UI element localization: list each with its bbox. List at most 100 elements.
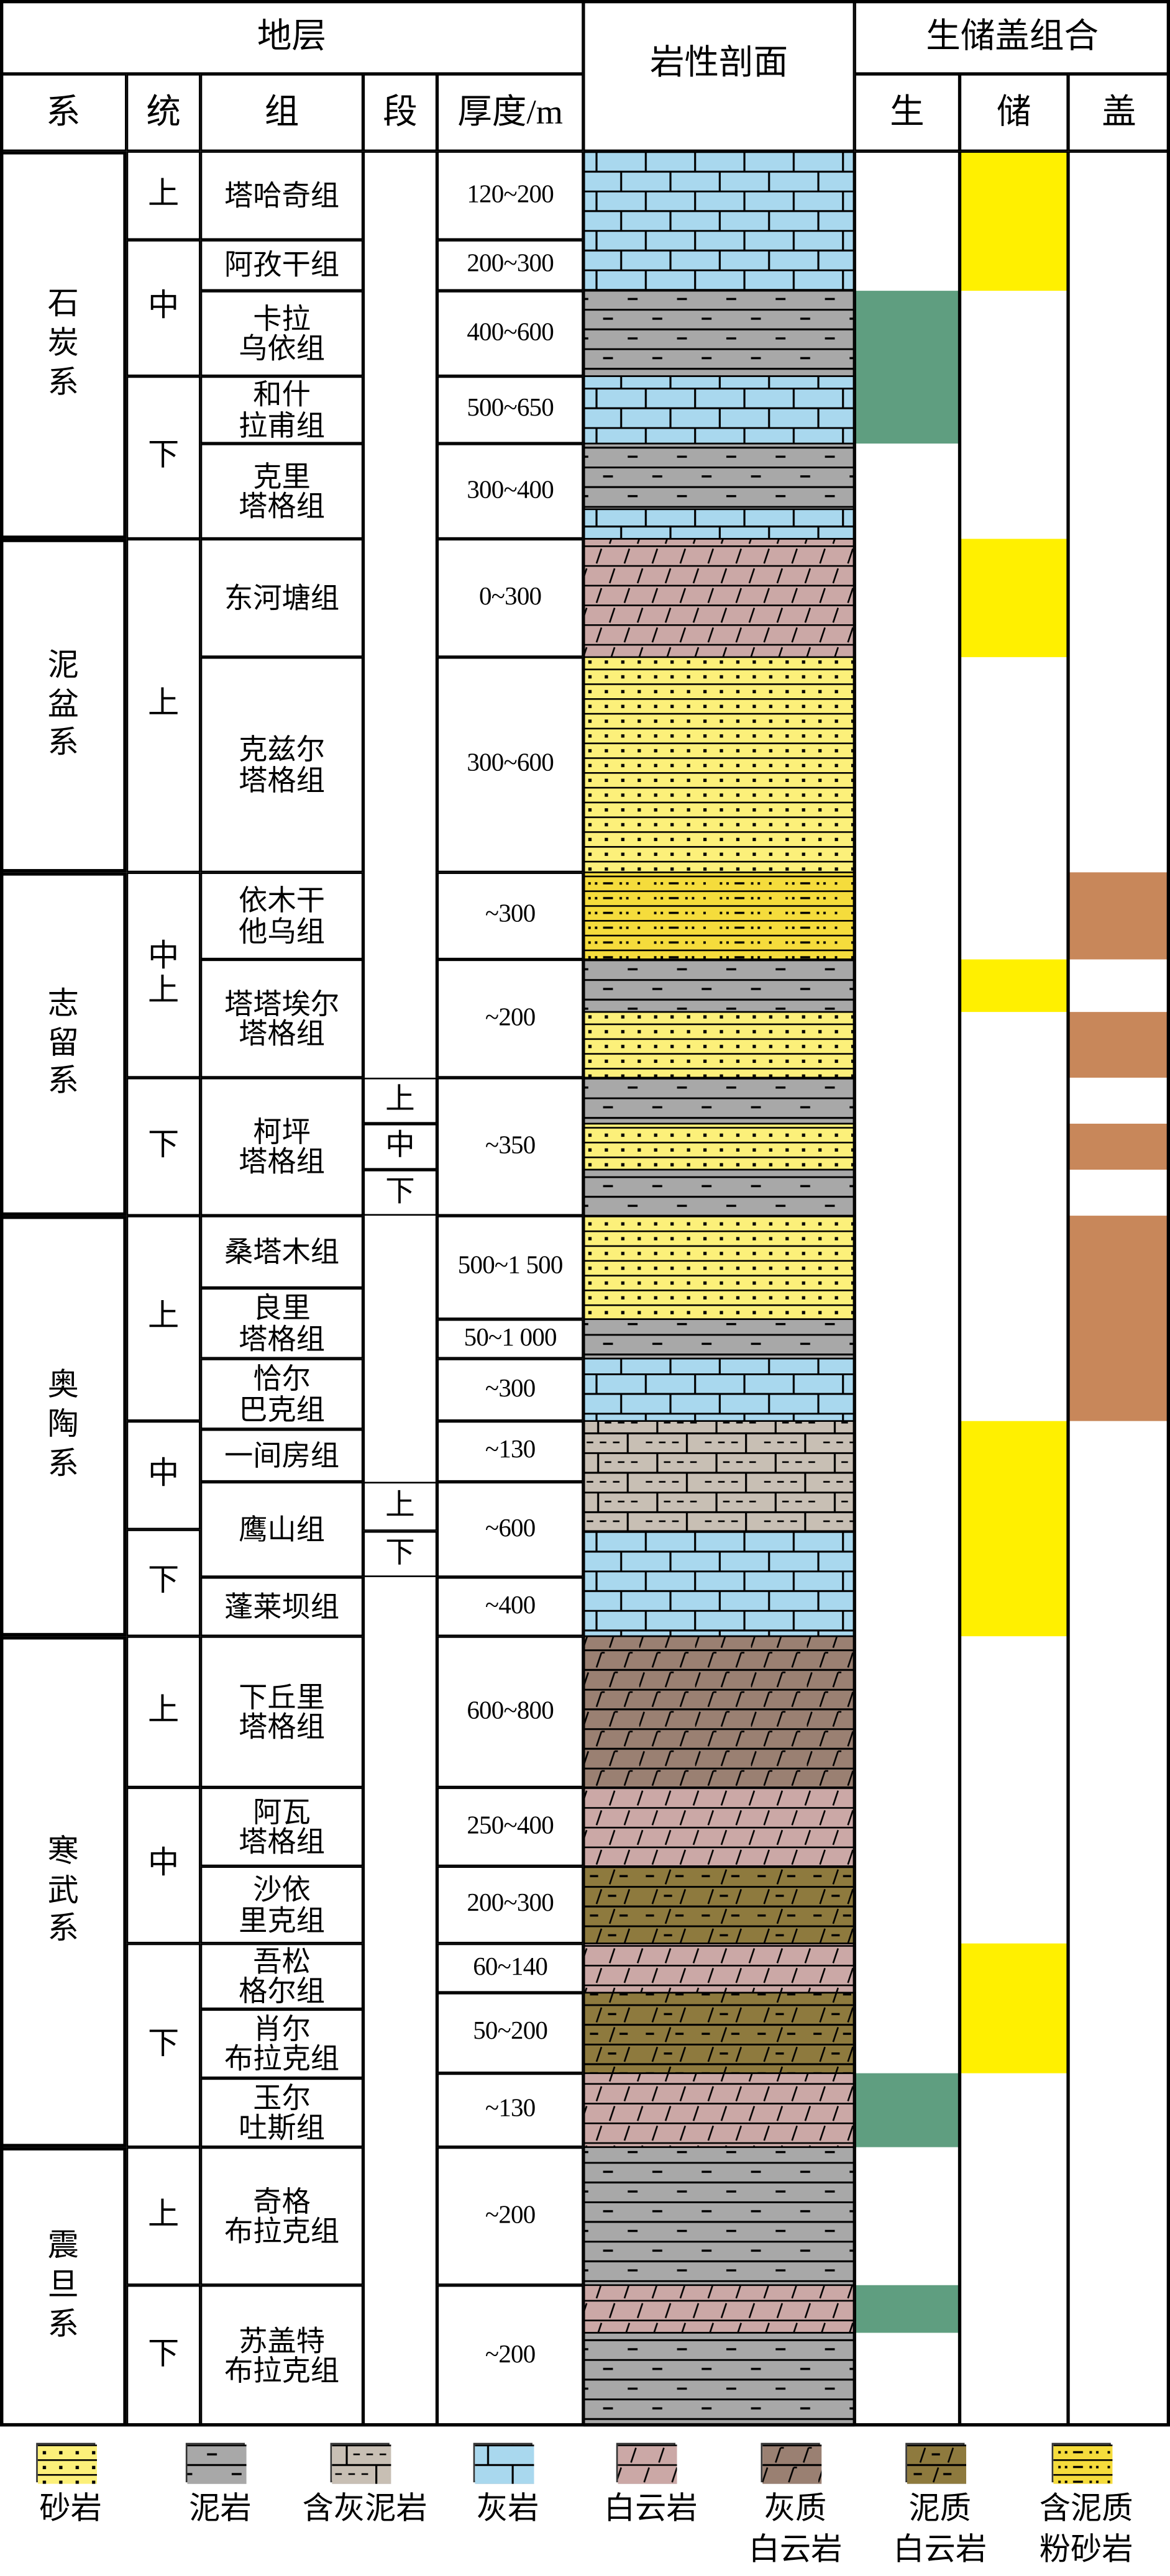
legend-label: 泥质 白云岩	[893, 2492, 987, 2567]
series-cell: 上	[126, 1636, 201, 1788]
formation-cell: 苏盖特 布拉克组	[200, 2285, 363, 2427]
legend-swatch-calcareous-mudstone	[330, 2442, 391, 2484]
thickness-cell: ~200	[437, 959, 583, 1078]
member-cell: 中	[363, 1123, 437, 1170]
series-cell: 上	[126, 1216, 201, 1421]
thickness-cell: 200~300	[437, 1866, 583, 1944]
thickness-cell: 500~1 500	[437, 1216, 583, 1319]
formation-cell: 良里 塔格组	[200, 1288, 363, 1359]
formation-cell: 克兹尔 塔格组	[200, 657, 363, 873]
system-cell: 泥 盆 系	[0, 539, 127, 873]
thickness-cell: ~600	[437, 1481, 583, 1577]
legend-swatch-sandstone	[36, 2442, 98, 2484]
lithology-layer-sandstone	[583, 1214, 855, 1321]
series-cell: 下	[126, 376, 201, 539]
formation-cell: 柯坪 塔格组	[200, 1077, 363, 1216]
legend-swatch-limestone	[473, 2442, 534, 2484]
formation-cell: 鹰山组	[200, 1481, 363, 1577]
formation-cell: 阿孜干组	[200, 240, 363, 291]
thickness-cell: 300~400	[437, 444, 583, 539]
lithology-column	[583, 151, 855, 2427]
formation-cell: 卡拉 乌依组	[200, 291, 363, 376]
cap-rock-interval	[1068, 1012, 1170, 1078]
series-cell: 上	[126, 151, 201, 240]
thickness-cell: ~300	[437, 1359, 583, 1421]
lithology-layer-muddy-dolomite	[583, 1991, 855, 2074]
legend-swatch-mudstone	[185, 2442, 247, 2484]
legend-label: 灰岩	[476, 2492, 539, 2527]
lithology-layer-limestone	[583, 1530, 855, 1637]
cap-rock-interval	[1068, 1216, 1170, 1421]
thickness-cell: 120~200	[437, 151, 583, 240]
header-source: 生	[854, 74, 960, 152]
lithology-layer-sandstone	[583, 1122, 855, 1171]
series-cell: 上	[126, 539, 201, 873]
series-cell: 下	[126, 1943, 201, 2147]
lithology-layer-mudstone	[583, 289, 855, 377]
thickness-cell: ~350	[437, 1077, 583, 1216]
reservoir-interval	[959, 1421, 1069, 1637]
formation-cell: 塔塔埃尔 塔格组	[200, 959, 363, 1078]
lithology-layer-sandstone	[583, 1011, 855, 1079]
thickness-cell: 200~300	[437, 240, 583, 291]
header-lithology: 岩性剖面	[583, 0, 855, 152]
member-cell: 下	[363, 1170, 437, 1216]
legend-label: 灰质 白云岩	[748, 2492, 843, 2567]
lithology-layer-mudstone	[583, 2332, 855, 2427]
lithology-layer-dolomite	[583, 1942, 855, 1994]
cap-rock-interval	[1068, 1123, 1170, 1170]
thickness-cell: 0~300	[437, 539, 583, 657]
thickness-cell: 300~600	[437, 657, 583, 873]
thickness-cell: 60~140	[437, 1943, 583, 1993]
formation-cell: 奇格 布拉克组	[200, 2147, 363, 2285]
series-cell: 上	[126, 2147, 201, 2285]
table-border	[0, 0, 1170, 2427]
formation-cell: 克里 塔格组	[200, 444, 363, 539]
lithology-layer-limestone	[583, 375, 855, 445]
member-cell: 上	[363, 1481, 437, 1531]
thickness-cell: 50~1 000	[437, 1319, 583, 1359]
member-cell: 上	[363, 1077, 437, 1124]
formation-cell: 东河塘组	[200, 539, 363, 657]
legend-label: 砂岩	[39, 2492, 102, 2527]
formation-cell: 恰尔 巴克组	[200, 1359, 363, 1429]
source-rock-interval	[854, 2285, 960, 2333]
header-reservoir: 储	[959, 74, 1069, 152]
thickness-cell: 600~800	[437, 1636, 583, 1788]
formation-cell: 桑塔木组	[200, 1216, 363, 1288]
series-cell: 中 上	[126, 872, 201, 1078]
lithology-layer-dolomite	[583, 1786, 855, 1867]
series-cell: 中	[126, 1421, 201, 1530]
cap-rock-interval	[1068, 872, 1170, 960]
thickness-cell: ~200	[437, 2147, 583, 2285]
legend-swatch-dolomite	[616, 2442, 677, 2484]
reservoir-interval	[959, 151, 1069, 291]
header-series: 统	[126, 74, 201, 152]
thickness-cell: ~300	[437, 872, 583, 960]
source-rock-interval	[854, 291, 960, 444]
formation-cell: 蓬莱坝组	[200, 1577, 363, 1637]
thickness-cell: ~400	[437, 1577, 583, 1637]
legend-swatch-muddy-dolomite	[905, 2442, 967, 2484]
formation-cell: 塔哈奇组	[200, 151, 363, 240]
source-rock-interval	[854, 2073, 960, 2147]
formation-cell: 和什 拉甫组	[200, 376, 363, 444]
lithology-layer-mudstone	[583, 1076, 855, 1125]
legend-label: 白云岩	[603, 2492, 698, 2527]
legend-label: 含泥质 粉砂岩	[1039, 2492, 1133, 2567]
series-cell: 中	[126, 240, 201, 376]
legend-swatch-silty-sandstone	[1051, 2442, 1113, 2484]
lithology-layer-mudstone	[583, 2146, 855, 2287]
thickness-cell: ~130	[437, 2073, 583, 2147]
reservoir-interval	[959, 539, 1069, 657]
thickness-cell: 500~650	[437, 376, 583, 444]
lithology-layer-mudstone	[583, 1318, 855, 1360]
formation-cell: 玉尔 吐斯组	[200, 2078, 363, 2147]
lithology-layer-mudstone	[583, 442, 855, 511]
lithology-layer-mudstone	[583, 1168, 855, 1217]
series-cell: 中	[126, 1787, 201, 1944]
thickness-cell: 250~400	[437, 1787, 583, 1867]
reservoir-interval	[959, 1943, 1069, 2073]
formation-cell: 下丘里 塔格组	[200, 1636, 363, 1788]
